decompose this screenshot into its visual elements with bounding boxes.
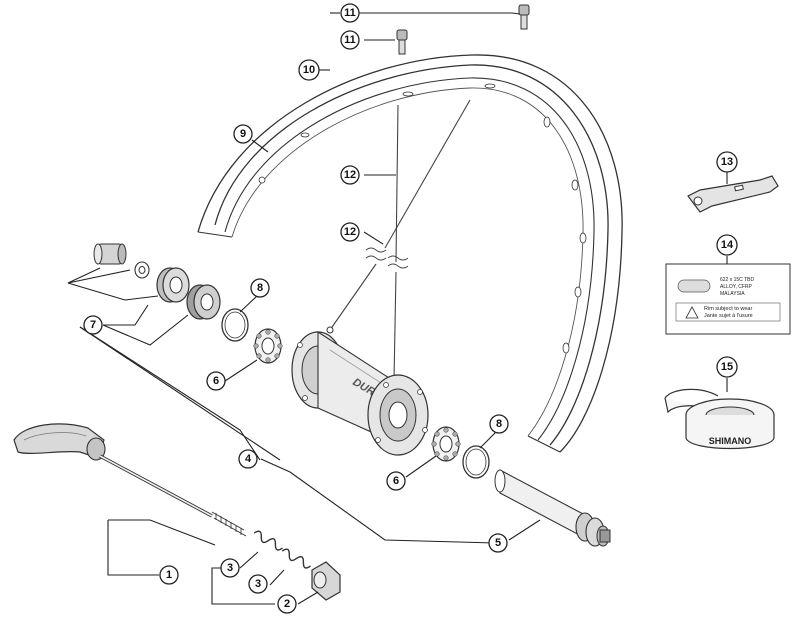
sticker-warn-line1: Rim subject to wear [704,306,752,312]
svg-text:15: 15 [721,361,733,373]
spoke-nipple [396,29,408,55]
callout-9: 9 [233,124,253,144]
svg-text:14: 14 [721,239,734,251]
callout-14: 14 [716,234,738,256]
callout-8-left: 8 [250,278,270,298]
warning-triangle-icon [685,306,699,319]
leader-lines [67,12,728,605]
callout-15: 15 [716,356,738,378]
spoke-wrench [687,175,779,213]
ball-retainer-left [253,328,283,364]
callout-8-right: 8 [489,414,509,434]
callout-1: 1 [159,565,179,585]
hub-body: DURA-ACE [291,330,429,456]
svg-text:8: 8 [257,282,263,294]
sticker-spec-line2: ALLOY, CFRP [720,284,753,290]
svg-text:11: 11 [344,34,356,46]
svg-text:5: 5 [495,537,501,549]
rim-tape-brand: SHIMANO [709,436,752,446]
svg-text:13: 13 [721,156,733,168]
spoke-nipple-top [518,4,530,30]
callout-2: 2 [277,594,297,614]
svg-text:6: 6 [213,375,219,387]
seal-ring-right [462,445,490,479]
svg-text:11: 11 [344,7,356,19]
callout-7: 7 [83,315,103,335]
cone-nut [156,267,190,303]
svg-text:12: 12 [344,169,356,181]
quick-release-lever [13,423,106,461]
spring-left [253,530,283,551]
ball-retainer-right [431,426,461,462]
callout-3-upper: 3 [220,558,240,578]
callout-4: 4 [238,449,258,469]
svg-text:12: 12 [344,226,356,238]
rim-sticker: 622 x 15C TBD ALLOY, CFRP MALAYSIA Rim s… [665,263,791,335]
svg-text:10: 10 [303,64,315,76]
callout-6-left: 6 [206,371,226,391]
svg-text:7: 7 [90,319,96,331]
lock-nut-cap [93,243,127,265]
svg-text:8: 8 [496,418,502,430]
svg-text:1: 1 [166,569,172,581]
cone [186,284,221,320]
callout-11: 11 [340,30,360,50]
hub-axle [494,469,611,547]
adjusting-nut [311,561,341,601]
rim-tape-roll: SHIMANO [664,388,775,450]
callout-13: 13 [716,151,738,173]
spokes [326,99,471,386]
sticker-spec-line1: 622 x 15C TBD [720,277,754,283]
callout-10: 10 [298,59,320,81]
seal-ring-left [221,308,249,342]
callout-12-lower: 12 [340,222,360,242]
sticker-warn-line2: Jante sujet à l'usure [704,313,753,319]
svg-text:2: 2 [284,598,290,610]
spring-right [281,548,311,569]
rim [197,54,623,453]
callout-3-lower: 3 [248,574,268,594]
callout-11-top: 11 [340,3,360,23]
callout-5: 5 [488,533,508,553]
callout-6-right: 6 [386,471,406,491]
svg-text:3: 3 [255,578,261,590]
svg-text:3: 3 [227,562,233,574]
svg-text:6: 6 [393,475,399,487]
callout-12-upper: 12 [340,165,360,185]
quick-release-skewer [99,454,247,537]
washer-small [134,261,150,279]
svg-text:9: 9 [240,128,246,140]
svg-text:4: 4 [245,453,252,465]
sticker-spec-line3: MALAYSIA [720,291,745,297]
